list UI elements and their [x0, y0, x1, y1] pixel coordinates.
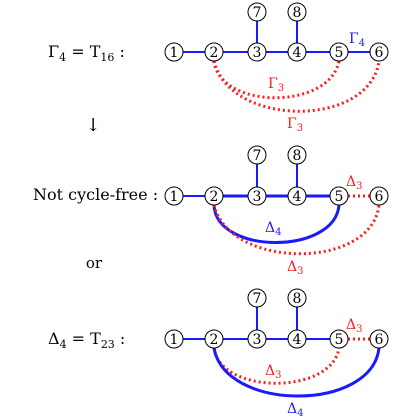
- label-gamma4-edge: Γ4: [349, 31, 365, 49]
- node-4: 4: [287, 186, 307, 206]
- node-1: 1: [164, 186, 184, 206]
- label-delta4-inner: Δ4: [265, 220, 282, 238]
- node-1: 1: [164, 329, 184, 349]
- node-5: 5: [329, 186, 349, 206]
- svg-text:2: 2: [210, 189, 219, 205]
- svg-text:7: 7: [253, 148, 262, 164]
- panel-2-title: Not cycle-free :: [33, 185, 158, 204]
- svg-text:5: 5: [335, 332, 344, 348]
- svg-text:4: 4: [293, 189, 302, 205]
- panel-3-title: Δ4 = T23 :: [48, 329, 125, 351]
- node-3: 3: [247, 186, 267, 206]
- panel-3: Δ4 = T23 : 1 2 3 4 5 6 7 8 Δ3 Δ3 Δ4: [48, 288, 389, 419]
- node-7: 7: [247, 2, 267, 22]
- node-8: 8: [287, 2, 307, 22]
- node-1: 1: [164, 42, 184, 62]
- svg-text:8: 8: [293, 148, 302, 164]
- svg-text:6: 6: [375, 332, 384, 348]
- svg-text:1: 1: [170, 45, 179, 61]
- svg-text:1: 1: [170, 332, 179, 348]
- node-6: 6: [369, 42, 389, 62]
- outer-arc: [212, 347, 381, 398]
- label-gamma3-outer: Γ3: [287, 116, 303, 134]
- outer-arc: [212, 204, 381, 256]
- svg-text:1: 1: [170, 189, 179, 205]
- svg-text:6: 6: [375, 45, 384, 61]
- node-4: 4: [287, 42, 307, 62]
- panel-1-title: Γ4 = T16 :: [48, 42, 125, 64]
- node-8: 8: [287, 288, 307, 308]
- svg-text:3: 3: [253, 189, 262, 205]
- node-2: 2: [204, 186, 224, 206]
- svg-text:8: 8: [293, 291, 302, 307]
- svg-text:2: 2: [210, 332, 219, 348]
- svg-text:2: 2: [210, 45, 219, 61]
- label-delta3-edge: Δ3: [346, 317, 363, 335]
- node-7: 7: [247, 288, 267, 308]
- label-delta3-edge: Δ3: [346, 174, 363, 192]
- svg-text:3: 3: [253, 45, 262, 61]
- svg-text:8: 8: [293, 5, 302, 21]
- svg-text:7: 7: [253, 5, 262, 21]
- label-delta4-outer: Δ4: [287, 401, 304, 419]
- node-5: 5: [329, 329, 349, 349]
- down-arrow-icon: ↓: [85, 115, 100, 136]
- svg-text:5: 5: [335, 189, 344, 205]
- svg-text:3: 3: [253, 332, 262, 348]
- label-delta3-inner: Δ3: [265, 363, 282, 381]
- node-7: 7: [247, 145, 267, 165]
- svg-text:5: 5: [335, 45, 344, 61]
- svg-text:7: 7: [253, 291, 262, 307]
- svg-text:4: 4: [293, 332, 302, 348]
- svg-text:6: 6: [375, 189, 384, 205]
- label-gamma3-inner: Γ3: [268, 76, 284, 94]
- node-3: 3: [247, 42, 267, 62]
- node-4: 4: [287, 329, 307, 349]
- connector-or: or: [86, 254, 103, 272]
- label-delta3-outer: Δ3: [287, 259, 304, 277]
- panel-2: Not cycle-free : 1 2 3 4 5 6 7 8 Δ3 Δ4 Δ…: [33, 145, 389, 277]
- outer-arc: [212, 60, 381, 113]
- panel-1: Γ4 = T16 : 1 2 3 4 5 6 7 8 Γ4 Γ3 Γ3: [48, 2, 389, 134]
- node-2: 2: [204, 329, 224, 349]
- node-5: 5: [329, 42, 349, 62]
- svg-text:4: 4: [293, 45, 302, 61]
- node-6: 6: [369, 186, 389, 206]
- node-6: 6: [369, 329, 389, 349]
- node-8: 8: [287, 145, 307, 165]
- node-3: 3: [247, 329, 267, 349]
- node-2: 2: [204, 42, 224, 62]
